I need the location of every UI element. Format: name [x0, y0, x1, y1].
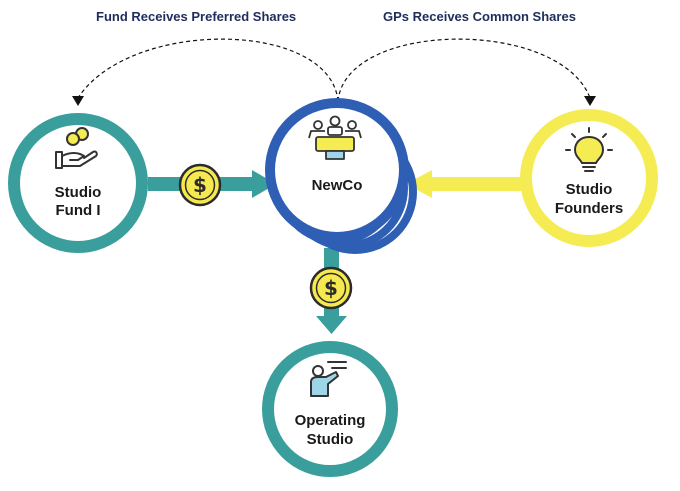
founders-to-newco-arrowhead-icon — [406, 170, 432, 198]
node-operating-studio: Operating Studio — [262, 341, 398, 477]
node-studio-fund: Studio Fund I — [8, 113, 148, 253]
newco-to-operating-arrowhead-icon — [316, 316, 347, 334]
fund-arrowhead-icon — [72, 96, 84, 106]
founders-arrowhead-icon — [584, 96, 596, 106]
founders-to-newco-arrow-shaft — [424, 177, 522, 191]
presenter-icon — [310, 361, 347, 397]
operating-line1: Operating — [295, 412, 366, 429]
node-newco: NewCo — [265, 98, 417, 254]
fund-to-newco-arrowhead-icon — [252, 170, 276, 198]
dashed-arrow-to-founders — [337, 38, 591, 102]
coin-newco-to-operating: $ — [309, 266, 353, 310]
founders-line1: Studio — [566, 181, 613, 198]
fund-line1: Studio — [55, 184, 102, 201]
lightbulb-icon — [565, 127, 613, 172]
operating-line2: Studio — [307, 431, 354, 448]
coin-symbol: $ — [324, 276, 338, 300]
coin-fund-to-newco: $ — [178, 163, 222, 207]
gps-receives-label: GPs Receives Common Shares — [383, 9, 576, 24]
coin-symbol: $ — [193, 173, 207, 197]
team-meeting-icon — [308, 115, 362, 160]
node-studio-founders: Studio Founders — [520, 109, 658, 247]
founders-line2: Founders — [555, 200, 623, 217]
newco-label: NewCo — [312, 177, 363, 194]
dashed-arrow-to-fund — [77, 38, 339, 102]
hand-coin-icon — [55, 127, 98, 169]
fund-line2: Fund I — [56, 202, 101, 219]
fund-receives-label: Fund Receives Preferred Shares — [96, 9, 296, 24]
